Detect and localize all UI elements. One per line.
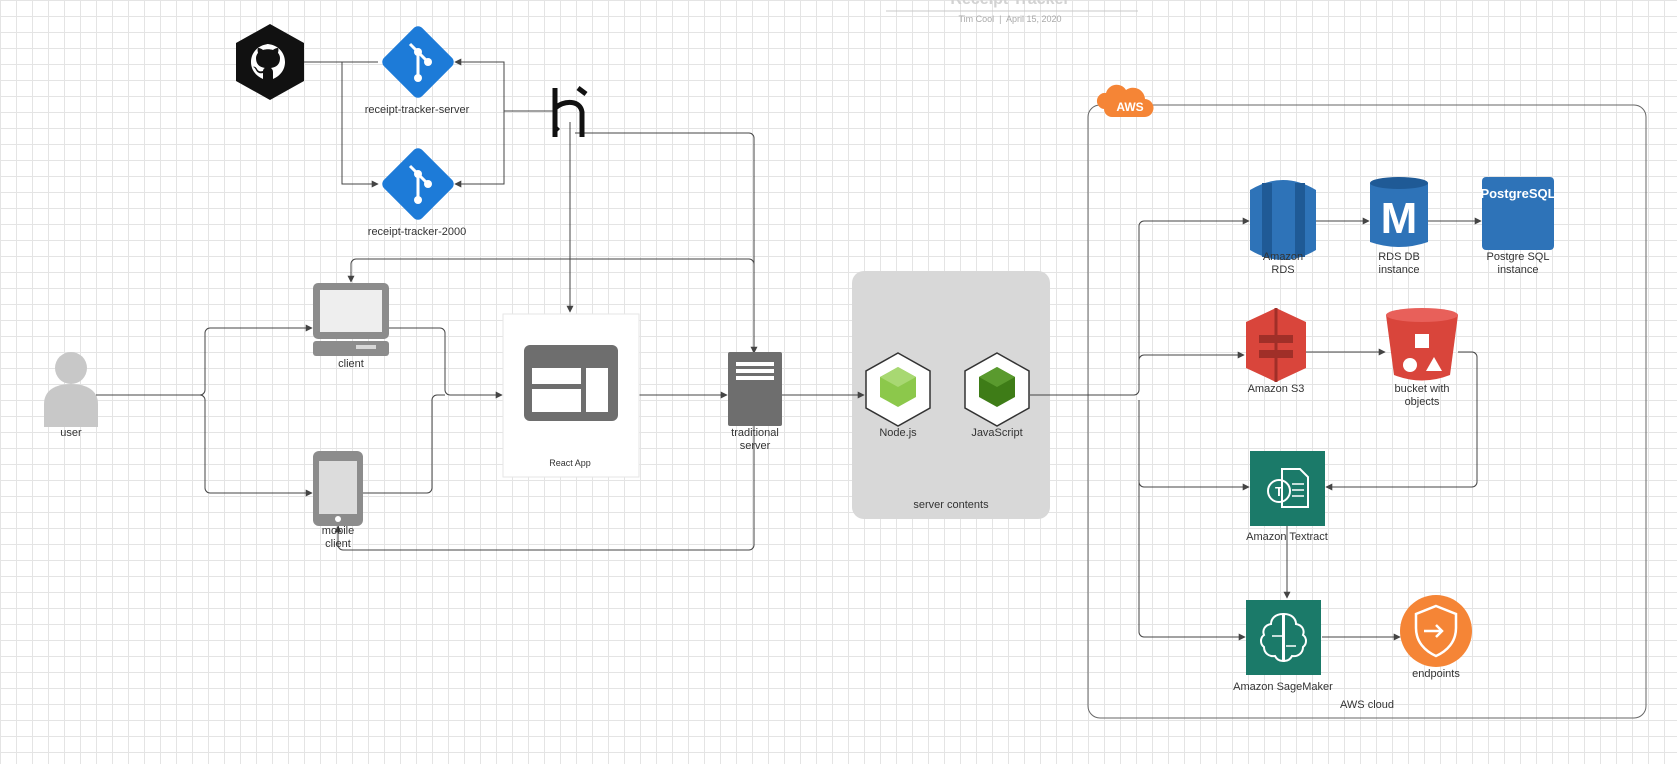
traditional-server-label-line1: traditional xyxy=(731,427,779,439)
edge-server-to-client xyxy=(347,258,755,283)
heroku-node[interactable] xyxy=(552,86,588,137)
bucket-label-line1: bucket with xyxy=(1394,383,1449,395)
edge-user-to-client xyxy=(199,324,313,396)
bucket-node[interactable]: bucket with objects xyxy=(1386,308,1458,408)
s3-icon xyxy=(1386,308,1458,381)
react-app-label: React App xyxy=(549,458,591,468)
edge-heroku-to-server-repo xyxy=(454,58,553,112)
aws-badge-text: AWS xyxy=(1116,100,1143,114)
edge-client-to-react xyxy=(388,327,503,399)
nodejs-node[interactable]: Node.js xyxy=(865,352,931,439)
postgres-instance-label-line2: instance xyxy=(1498,264,1539,276)
github-octocat xyxy=(251,44,285,79)
github-node[interactable] xyxy=(236,24,304,100)
mobile-phone-icon xyxy=(313,451,363,526)
shield-icon xyxy=(1400,595,1472,667)
postgres-instance-label-line1: Postgre SQL xyxy=(1487,251,1550,263)
amazon-sagemaker-node[interactable]: Amazon SageMaker xyxy=(1233,600,1333,693)
byline: Tim Cool | April 15, 2020 xyxy=(958,14,1061,24)
laptop-icon xyxy=(313,283,389,356)
edge-heroku-to-client-repo xyxy=(454,111,505,188)
amazon-rds-node[interactable]: Amazon RDS xyxy=(1250,180,1316,276)
user-icon xyxy=(44,352,98,427)
react-app-node[interactable]: React App xyxy=(502,313,640,478)
svg-text:M: M xyxy=(1381,194,1418,243)
connectors xyxy=(96,58,1482,641)
github-icon xyxy=(236,24,304,100)
nodejs-icon xyxy=(964,352,1030,427)
traditional-server-label-line2: server xyxy=(740,440,771,452)
rds-icon: M xyxy=(1370,177,1428,247)
rds-instance-label-line2: instance xyxy=(1379,264,1420,276)
edge-to-s3 xyxy=(1138,351,1245,361)
client-node[interactable]: client xyxy=(313,283,389,370)
endpoints-label: endpoints xyxy=(1412,668,1460,680)
edge-user-to-mobile xyxy=(199,394,313,497)
javascript-label: JavaScript xyxy=(971,427,1022,439)
postgres-logo-text: PostgreSQL xyxy=(1480,186,1555,201)
endpoints-node[interactable]: endpoints xyxy=(1400,595,1472,680)
git-repo-icon xyxy=(382,26,454,98)
repo-client-label: receipt-tracker-2000 xyxy=(368,226,466,238)
aws-badge: AWS xyxy=(1096,84,1154,118)
browser-window-icon xyxy=(524,345,618,421)
traditional-server-node[interactable]: traditional server xyxy=(728,352,782,452)
svg-text:T: T xyxy=(1275,484,1283,499)
client-label: client xyxy=(338,358,364,370)
postgres-node[interactable]: PostgreSQL Postgre SQL instance xyxy=(1480,177,1556,276)
amazon-rds-label-line2: RDS xyxy=(1271,264,1294,276)
aws-cloud-group[interactable]: AWS cloud xyxy=(1087,104,1647,719)
edge-github-to-client-repo xyxy=(304,61,379,188)
javascript-node[interactable]: JavaScript xyxy=(964,352,1030,439)
edge-bucket-to-textract xyxy=(1325,351,1478,491)
repo-client-node[interactable]: receipt-tracker-2000 xyxy=(368,146,466,238)
edge-heroku-to-server xyxy=(575,132,758,354)
edge-to-rds xyxy=(1133,217,1250,396)
edge-server-to-mobile xyxy=(334,424,755,551)
repo-server-node[interactable]: receipt-tracker-server xyxy=(365,24,470,116)
header: Receipt Tracker Tim Cool | April 15, 202… xyxy=(886,0,1138,24)
edge-to-sagemaker xyxy=(1138,480,1246,641)
repo-server-label: receipt-tracker-server xyxy=(365,104,470,116)
nodejs-label: Node.js xyxy=(879,427,917,439)
server-contents-label: server contents xyxy=(913,499,989,511)
git-repo-icon xyxy=(382,148,454,220)
amazon-s3-label: Amazon S3 xyxy=(1248,383,1305,395)
postgres-icon xyxy=(1482,177,1554,250)
aws-cloud-label: AWS cloud xyxy=(1340,699,1394,711)
amazon-textract-node[interactable]: T Amazon Textract xyxy=(1246,451,1328,543)
rds-icon xyxy=(1250,180,1316,260)
edge-to-textract xyxy=(1138,400,1250,491)
rds-instance-node[interactable]: M RDS DB instance xyxy=(1370,177,1428,276)
amazon-sagemaker-label: Amazon SageMaker xyxy=(1233,681,1333,693)
s3-icon xyxy=(1246,308,1306,382)
user-node[interactable]: user xyxy=(44,352,98,439)
server-icon xyxy=(728,352,782,426)
nodejs-icon xyxy=(865,352,931,427)
rds-instance-label-line1: RDS DB xyxy=(1378,251,1420,263)
amazon-textract-label: Amazon Textract xyxy=(1246,531,1328,543)
amazon-s3-node[interactable]: Amazon S3 xyxy=(1246,308,1306,395)
bucket-label-line2: objects xyxy=(1405,396,1440,408)
edge-mobile-to-react xyxy=(363,394,445,494)
page-title: Receipt Tracker xyxy=(950,0,1069,8)
amazon-rds-label-line1: Amazon xyxy=(1263,251,1303,263)
textract-icon: T xyxy=(1250,451,1325,526)
user-label: user xyxy=(60,427,82,439)
sagemaker-icon xyxy=(1246,600,1321,675)
server-contents-panel[interactable]: server contents xyxy=(852,271,1050,519)
